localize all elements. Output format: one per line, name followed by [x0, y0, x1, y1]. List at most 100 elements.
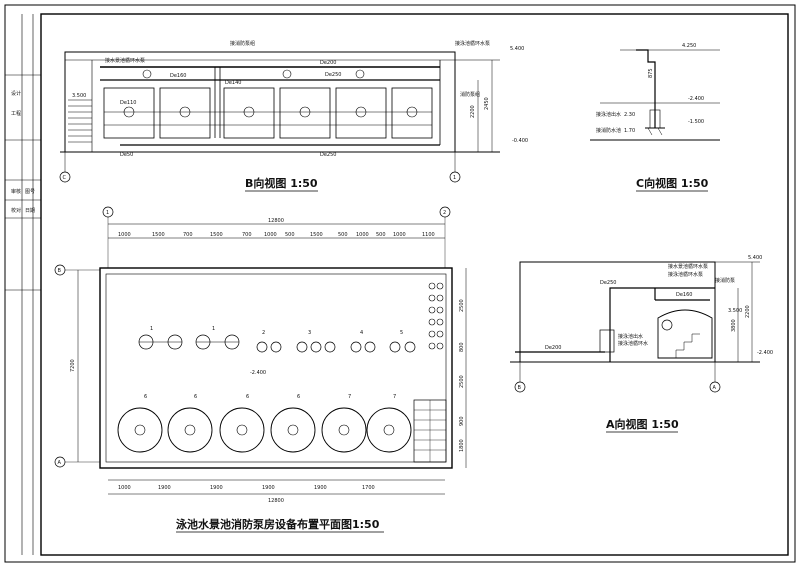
dim-label: 2450	[484, 97, 490, 110]
pipe-size: De160	[170, 73, 186, 79]
dim-label: 1700	[362, 485, 375, 491]
title-block-row: 校对	[11, 207, 21, 214]
dim-label: 1800	[459, 439, 465, 452]
pipe-size: De250	[600, 280, 616, 286]
dim-label: 1500	[210, 232, 223, 238]
c-view-label: 接消防水池	[596, 127, 621, 134]
a-view-label: 接消防泵	[715, 277, 735, 284]
dim-label: 3800	[731, 319, 737, 332]
dim-label: 500	[285, 232, 295, 238]
pipe-size: De200	[320, 60, 336, 66]
level-mark: -2.400	[250, 370, 266, 376]
dim-label: 1500	[310, 232, 323, 238]
c-view-title: C向视图 1:50	[636, 176, 709, 190]
title-block-row: 工程	[11, 110, 21, 117]
dim-label: 700	[183, 232, 193, 238]
plan-view: 1 2 12800 1000 1500 700 1500 700 1000 50…	[54, 206, 467, 533]
pump-label: 5	[400, 330, 403, 336]
dim-total: 12800	[268, 498, 284, 504]
inner-border	[40, 13, 789, 556]
dim-label: 1900	[314, 485, 327, 491]
a-view-label: 接泳池循环水	[618, 340, 648, 347]
pipe-size: De200	[545, 345, 561, 351]
dim-label: 1000	[356, 232, 369, 238]
dim-label: 1000	[393, 232, 406, 238]
pump-label: 2	[262, 330, 265, 336]
level-mark: -0.400	[512, 138, 528, 144]
b-view-label: 接水景池循环水泵	[105, 57, 145, 64]
dim-label: 900	[459, 416, 465, 426]
c-view-value: 1.70	[624, 128, 635, 134]
c-view: 4.250 -2.400 -1.500 接泳池出水 接消防水池 2.30 1.7…	[590, 43, 720, 192]
title-block-cell: 日期	[25, 208, 35, 214]
axis-marker	[449, 171, 461, 183]
valve-column	[428, 282, 444, 350]
dim-label: 2500	[459, 375, 465, 388]
axis-label: C	[63, 175, 67, 181]
dim-label: 7200	[70, 359, 76, 372]
title-block-cell: 图号	[25, 189, 35, 195]
axis-label: A	[58, 460, 62, 466]
dim-label: 1500	[152, 232, 165, 238]
dim-label: 875	[648, 68, 654, 78]
tank-label: 7	[348, 394, 351, 400]
tank-label: 6	[144, 394, 147, 400]
pipe-size: De140	[225, 80, 241, 86]
level-mark: -1.500	[688, 119, 704, 125]
dim-label: 500	[338, 232, 348, 238]
dim-label: 800	[459, 342, 465, 352]
dim-label: 1900	[210, 485, 223, 491]
level-mark: 3.500	[728, 308, 742, 314]
b-view-label: 接消防泵组	[230, 40, 255, 47]
axis-label: 1	[453, 175, 456, 181]
title-block-row: 审核	[11, 188, 21, 195]
level-mark: -2.400	[688, 96, 704, 102]
axis-label: 1	[106, 210, 109, 216]
axis-label: A	[713, 385, 717, 391]
a-view-label: 接泳池循环水泵	[668, 271, 703, 278]
axis-marker	[514, 381, 526, 393]
tank-label: 6	[194, 394, 197, 400]
dim-label: 2500	[459, 299, 465, 312]
axis-marker	[709, 381, 721, 393]
level-mark: 5.400	[748, 255, 762, 261]
pipe-size: De50	[120, 152, 133, 158]
plan-room	[99, 267, 453, 469]
level-mark: 3.500	[72, 93, 86, 99]
c-view-label: 接泳池出水	[596, 111, 621, 118]
axis-marker	[59, 171, 71, 183]
outer-border	[4, 4, 796, 563]
pipe-size: De250	[320, 152, 336, 158]
bottom-dims: 1000 1900 1900 1900 1900 1700	[118, 485, 375, 491]
top-dims: 1000 1500 700 1500 700 1000 500 1500 500…	[118, 232, 435, 238]
b-view-title: B向视图 1:50	[245, 176, 318, 190]
c-view-pipe	[636, 49, 656, 128]
tank-row: 6 6 6 6 7 7	[117, 394, 412, 453]
pump-row: 1 1 2 3 4 5	[138, 326, 416, 353]
b-view-label: 接泳池循环水泵	[455, 40, 490, 47]
dim-label: 500	[376, 232, 386, 238]
a-view-pipe	[609, 287, 715, 362]
dim-label: 2200	[470, 105, 476, 118]
dim-label: 1900	[262, 485, 275, 491]
pipe-size: De110	[120, 100, 136, 106]
dim-label: 2200	[745, 305, 751, 318]
pump-label: 3	[308, 330, 311, 336]
pump-label: 1	[150, 326, 153, 332]
b-view: 接消防泵组 接水景池循环水泵 接泳池循环水泵 消防泵组 De200 De250 …	[59, 40, 528, 192]
a-view: 接水景池循环水泵 接泳池循环水泵 接消防泵 接泳池出水 接泳池循环水 De250…	[510, 255, 773, 433]
dim-label: 1100	[422, 232, 435, 238]
dim-label: 700	[242, 232, 252, 238]
pump-label: 4	[360, 330, 363, 336]
level-mark: 4.250	[682, 43, 696, 49]
pipe-size: De250	[325, 72, 341, 78]
title-block: 设计 工程 审核 校对 图号 日期	[5, 14, 41, 555]
dim-total: 12800	[268, 218, 284, 224]
pump-label: 1	[212, 326, 215, 332]
title-block-row: 设计	[11, 90, 21, 97]
b-view-equipment	[103, 67, 433, 139]
dim-label: 1900	[158, 485, 171, 491]
dim-label: 1000	[118, 232, 131, 238]
